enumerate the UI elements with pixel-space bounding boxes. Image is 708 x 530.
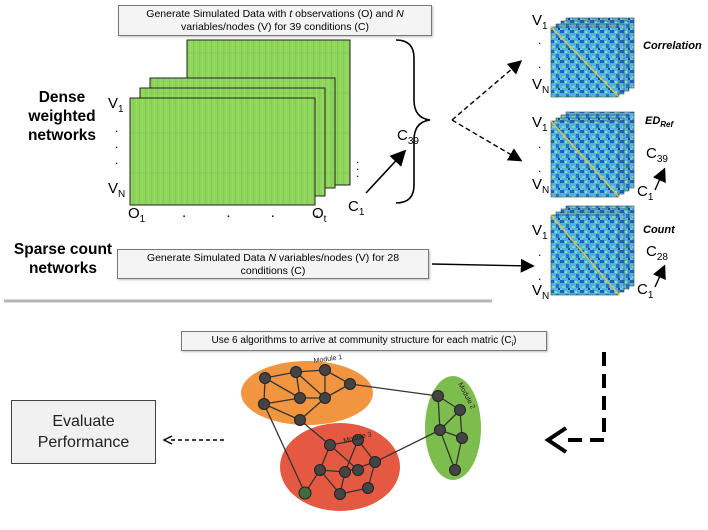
module-2-node xyxy=(454,404,466,416)
dense-label-line2: weighted xyxy=(28,108,96,125)
elbow-dashed-arrow xyxy=(560,352,606,442)
count-c1-label: C1 xyxy=(637,281,654,301)
algorithms-caption-end: ) xyxy=(513,335,517,346)
module-3-node xyxy=(298,486,312,500)
edref-v1-label: V1 xyxy=(532,114,548,134)
data-matrix-sheet-1 xyxy=(129,97,316,206)
module-2-node xyxy=(432,390,444,402)
module-1-node xyxy=(258,398,270,410)
module-2-node xyxy=(456,432,468,444)
module-1-node xyxy=(319,392,331,404)
count-condition-arrow xyxy=(653,264,666,288)
edref-vn-label: VN xyxy=(532,176,550,196)
module-1-node xyxy=(344,378,356,390)
sparse-networks-label: Sparse count networks xyxy=(0,240,126,278)
edref-vdots: .. xyxy=(538,137,542,175)
data-matrix-stack xyxy=(129,39,351,206)
count-matrix-stack xyxy=(550,205,635,296)
module-3-node xyxy=(369,456,381,468)
evaluate-line2: Performance xyxy=(37,434,130,451)
top-caption-n: N xyxy=(396,8,404,20)
correlation-v1-label: V1 xyxy=(532,12,548,32)
stack-vdots: ... xyxy=(115,121,119,167)
stack-o1-label: O1 xyxy=(128,205,146,225)
top-caption-t: t xyxy=(289,8,293,20)
count-vn-label: VN xyxy=(532,282,550,302)
sparse-caption-part2: variables/nodes (V) for 28 xyxy=(275,252,400,264)
condition-arrow xyxy=(365,149,407,194)
edref-label: EDRef xyxy=(645,115,674,130)
module-3-node xyxy=(352,434,364,446)
stack-vn-label: VN xyxy=(108,180,126,200)
algorithms-caption-text: Use 6 algorithms to arrive at community … xyxy=(211,335,512,346)
stack-v1-label: V1 xyxy=(108,95,124,115)
module-1-node xyxy=(294,392,306,404)
module-1-node xyxy=(290,366,302,378)
module-3-node xyxy=(324,439,336,451)
dashed-arrow-to-edref xyxy=(451,119,523,162)
count-v1-label: V1 xyxy=(532,222,548,242)
module-3-node xyxy=(352,464,364,476)
network-nodes xyxy=(258,364,468,500)
evaluate-performance-box: Evaluate Performance xyxy=(11,400,156,464)
edref-c39-label: C39 xyxy=(646,145,668,165)
algorithms-caption: Use 6 algorithms to arrive at community … xyxy=(181,331,547,351)
stack-odots: . . . . xyxy=(182,204,338,221)
dense-brace xyxy=(395,39,431,204)
dashed-arrow-to-correlation xyxy=(451,60,523,121)
module-1-node xyxy=(319,364,331,376)
module-3-node xyxy=(339,466,351,478)
top-caption-part2: observations (O) and xyxy=(292,8,397,20)
top-caption-part1: Generate Simulated Data with xyxy=(146,8,290,20)
stack-c1-label: C1 xyxy=(348,198,365,218)
dense-networks-label: Dense weighted networks xyxy=(8,88,116,145)
count-vdots: .. xyxy=(538,245,542,283)
module-2-node xyxy=(434,424,446,436)
count-c28-label: C28 xyxy=(646,243,668,263)
edref-c1-label: C1 xyxy=(637,183,654,203)
algorithms-caption-sub: i xyxy=(511,341,514,348)
sparse-caption: Generate Simulated Data N variables/node… xyxy=(117,249,429,279)
edref-matrix-stack xyxy=(550,111,635,198)
module-3-node xyxy=(314,464,326,476)
module-1-label: Module 1 xyxy=(313,354,343,365)
stack-c39-label: C39 xyxy=(397,127,419,147)
correlation-vdots: .. xyxy=(538,33,542,71)
sparse-caption-part1: Generate Simulated Data xyxy=(146,252,269,264)
module-3-node xyxy=(362,482,374,494)
sparse-label-line1: Sparse count xyxy=(13,241,113,258)
dense-label-line3: networks xyxy=(27,127,97,144)
edref-condition-arrow xyxy=(653,167,666,191)
top-caption: Generate Simulated Data with t observati… xyxy=(118,5,432,36)
dense-label-line1: Dense xyxy=(38,89,86,106)
elbow-arrow-head xyxy=(544,426,568,454)
correlation-label: Correlation xyxy=(643,40,702,52)
sparse-caption-n: N xyxy=(268,252,276,264)
module-2-node xyxy=(449,464,461,476)
count-label: Count xyxy=(643,224,675,236)
module-1-node xyxy=(259,372,271,384)
sparse-arrow xyxy=(431,258,535,273)
correlation-matrix-stack xyxy=(550,17,635,98)
correlation-vn-label: VN xyxy=(532,76,550,96)
sparse-label-line2: networks xyxy=(28,260,98,277)
module-1-node xyxy=(294,414,306,426)
module-3-node xyxy=(334,488,346,500)
stack-ot-label: Ot xyxy=(312,205,327,225)
evaluate-line1: Evaluate xyxy=(52,413,115,430)
evaluate-arrow-head xyxy=(162,435,173,445)
stack-cdots: ... xyxy=(356,152,360,180)
top-caption-part3: variables/nodes (V) for 39 conditions (C… xyxy=(181,21,369,33)
sparse-caption-part3: conditions (C) xyxy=(240,265,306,277)
